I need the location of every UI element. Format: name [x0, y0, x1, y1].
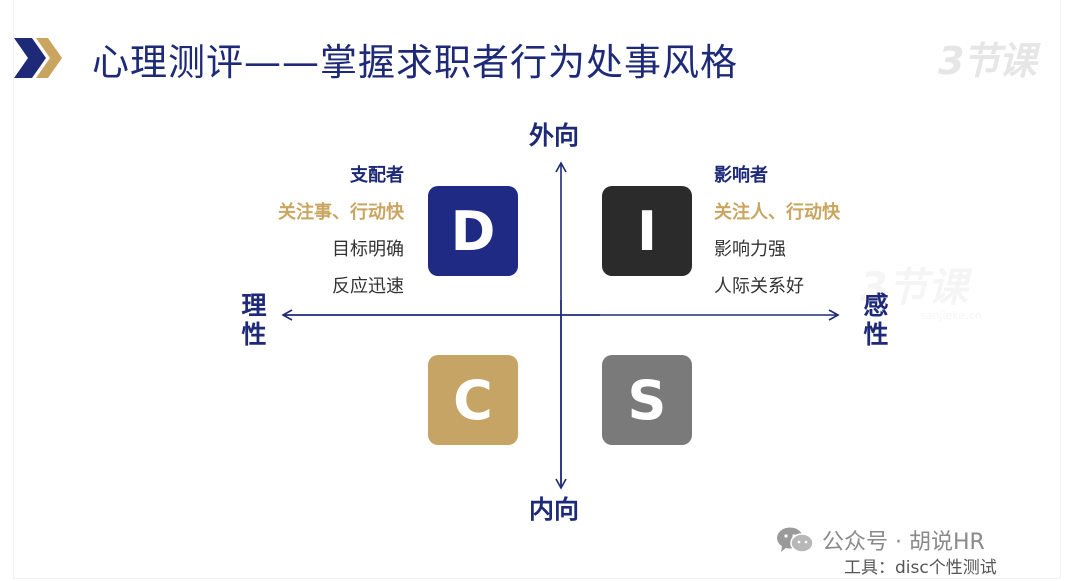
i-focus: 关注人、行动快 [714, 202, 840, 223]
disc-letter-i: I [636, 199, 658, 263]
axis-label-rational: 理性 [238, 292, 267, 350]
disc-box-s: S [602, 355, 692, 445]
page-title: 心理测评——掌握求职者行为处事风格 [92, 41, 738, 84]
d-description: 支配者 关注事、行动快 目标明确 反应迅速 [278, 157, 404, 305]
watermark-center: 3节课 sanjieke.cn [860, 255, 982, 322]
watermark-center-url: sanjieke.cn [920, 309, 982, 322]
disc-letter-c: C [453, 368, 493, 432]
d-trait: 反应迅速 [332, 276, 404, 297]
d-role: 支配者 [350, 165, 404, 186]
wechat-icon [777, 527, 814, 553]
axis-label-introvert: 内向 [529, 495, 580, 524]
wechat-account-name: 公众号 · 胡说HR [822, 530, 985, 555]
axis-label-extrovert: 外向 [529, 121, 580, 150]
i-trait: 人际关系好 [714, 276, 804, 297]
d-trait: 目标明确 [332, 239, 404, 260]
disc-letter-s: S [627, 368, 667, 432]
watermark-center-logo: 3节课 [860, 265, 968, 311]
i-trait: 影响力强 [714, 239, 786, 260]
disc-letter-d: D [450, 199, 496, 263]
disc-box-c: C [428, 355, 518, 445]
disc-box-d: D [428, 186, 518, 276]
watermark-logo: 3节课 [938, 39, 1036, 83]
i-description: 影响者 关注人、行动快 影响力强 人际关系好 [714, 157, 840, 305]
wechat-account-credit: 公众号 · 胡说HR [776, 524, 985, 556]
disc-box-i: I [602, 186, 692, 276]
slide [14, 0, 1060, 578]
tool-credit: 工具：disc个性测试 [844, 558, 997, 578]
i-role: 影响者 [714, 165, 768, 186]
axis-label-emotional: 感性 [860, 292, 889, 350]
title-chevrons-icon [14, 38, 62, 78]
d-focus: 关注事、行动快 [278, 202, 404, 223]
